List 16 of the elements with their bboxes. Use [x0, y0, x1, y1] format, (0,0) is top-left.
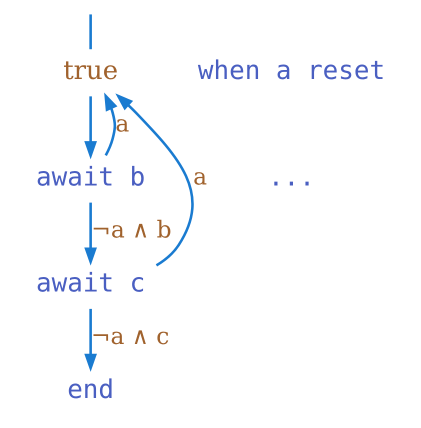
- connector: [89, 14, 92, 50]
- edge-label: a: [193, 164, 208, 191]
- arrow: [104, 92, 118, 156]
- arrow: [115, 93, 194, 266]
- arrow: [84, 202, 97, 266]
- edge-label: ¬a ∧ b: [91, 216, 172, 244]
- node-text: when a reset: [198, 56, 386, 86]
- node-text: ...: [268, 162, 315, 192]
- arrow: [84, 96, 97, 160]
- edge-label: a: [115, 110, 130, 138]
- node-text: true: [63, 56, 118, 86]
- edge-label: ¬a ∧ c: [90, 322, 170, 350]
- node-text: end: [67, 374, 114, 405]
- node-text: await b: [36, 162, 146, 192]
- node-text: await c: [36, 268, 146, 299]
- arrow: [84, 308, 97, 372]
